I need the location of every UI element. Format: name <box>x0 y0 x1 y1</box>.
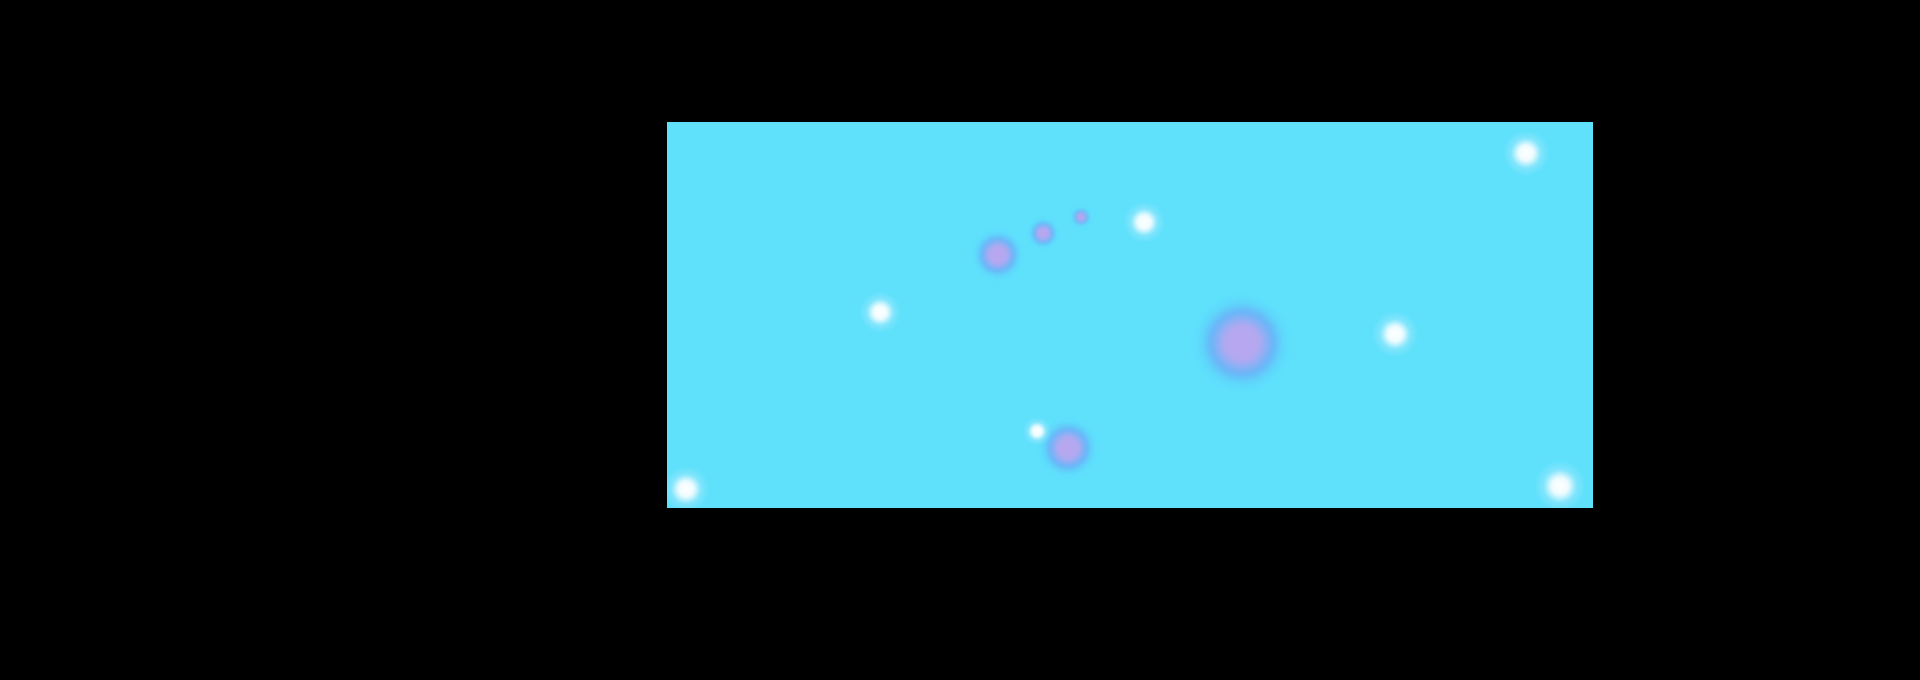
sparkle <box>859 291 901 333</box>
bubble[interactable] <box>1194 295 1290 391</box>
sparkle <box>1371 310 1419 358</box>
bubble[interactable] <box>1028 218 1058 248</box>
sparkle <box>667 465 710 508</box>
sparkle <box>1123 201 1165 243</box>
game-canvas[interactable] <box>667 122 1593 508</box>
sparkle <box>1534 460 1586 508</box>
bubble[interactable] <box>1071 207 1091 227</box>
bubble[interactable] <box>973 230 1023 280</box>
sparkle <box>1022 416 1052 446</box>
sparkle <box>1502 129 1550 177</box>
